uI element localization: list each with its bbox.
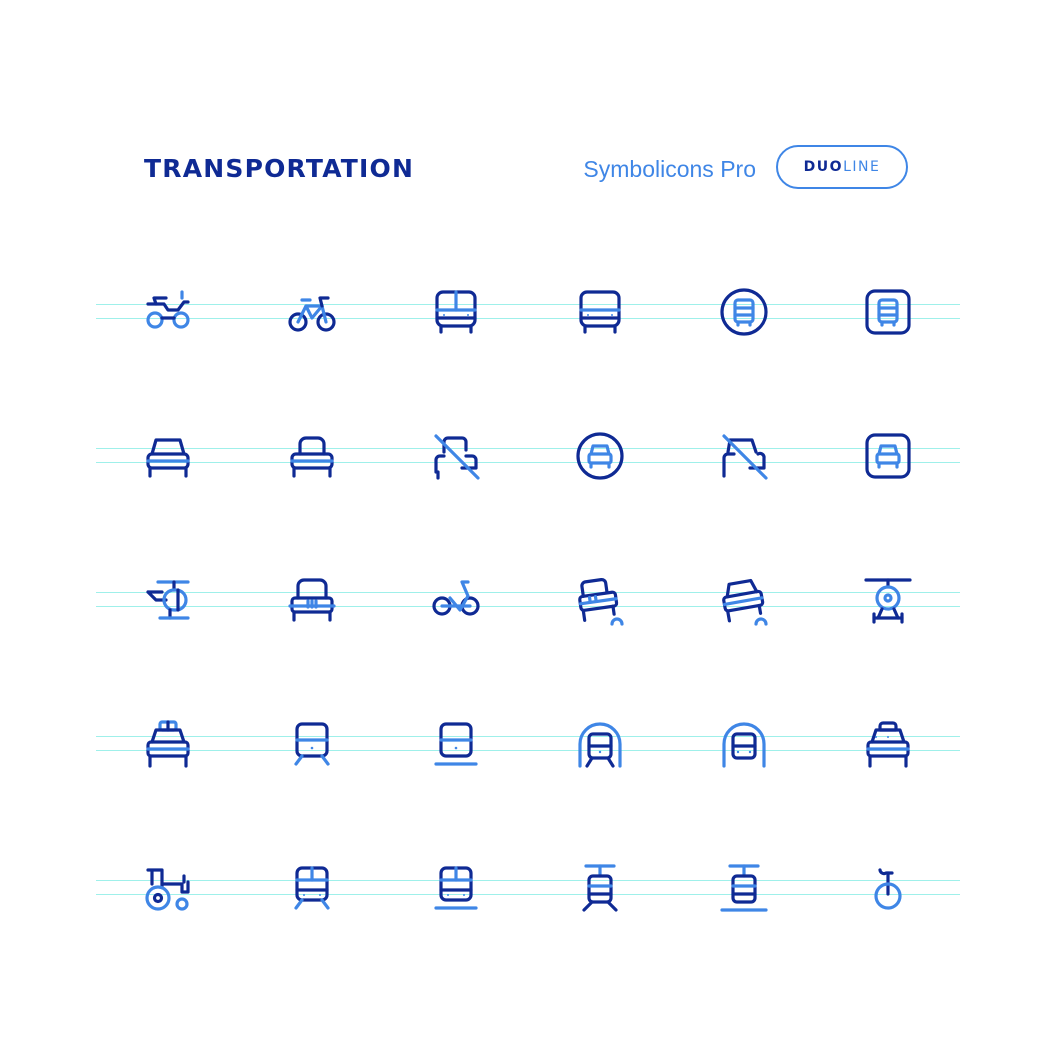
bus-stop-square-icon [864,288,912,336]
guide-line [96,606,960,607]
icon-row [96,576,960,626]
off-road-vehicle-icon [576,576,624,626]
guide-line [96,880,960,881]
train-tunnel-icon [576,720,624,768]
guide-line [96,750,960,751]
bus-front-icon [432,288,480,336]
tractor-icon [144,864,192,912]
guide-line [96,592,960,593]
badge-label-light: LINE [843,159,881,175]
tram-platform-icon [432,864,480,912]
guide-line [96,462,960,463]
off-road-car-icon [720,576,768,626]
jeep-front-icon [288,576,336,624]
icon-row [96,432,960,480]
page-title: TRANSPORTATION [144,154,415,183]
bicycle-icon [288,288,336,336]
brand-name: Symbolicons Pro [583,156,756,182]
car-front-rounded-icon [288,432,336,480]
car-stop-circle-icon [576,432,624,480]
bus-stop-circle-icon [720,288,768,336]
unicycle-icon [864,864,912,912]
guide-line [96,736,960,737]
atv-icon [144,288,192,336]
icon-row [96,720,960,768]
bus-front-simple-icon [576,288,624,336]
car-stop-square-icon [864,432,912,480]
badge-label-dark: DUO [803,159,844,175]
guide-line [96,304,960,305]
helicopter-front-icon [864,576,912,624]
tram-front-icon [288,864,336,912]
taxi-icon [864,720,912,768]
no-car-icon [432,432,480,480]
icon-row [96,288,960,336]
guide-line [96,448,960,449]
icon-row [96,864,960,912]
guide-line [96,894,960,895]
car-front-icon [144,432,192,480]
police-car-icon [144,720,192,768]
cable-car-icon [576,864,624,912]
train-platform-icon [432,720,480,768]
helicopter-icon [144,576,192,624]
no-car-alt-icon [720,432,768,480]
train-front-icon [288,720,336,768]
guide-line [96,318,960,319]
subway-tunnel-icon [720,720,768,768]
motorcycle-icon [432,576,480,624]
gondola-icon [720,864,768,912]
